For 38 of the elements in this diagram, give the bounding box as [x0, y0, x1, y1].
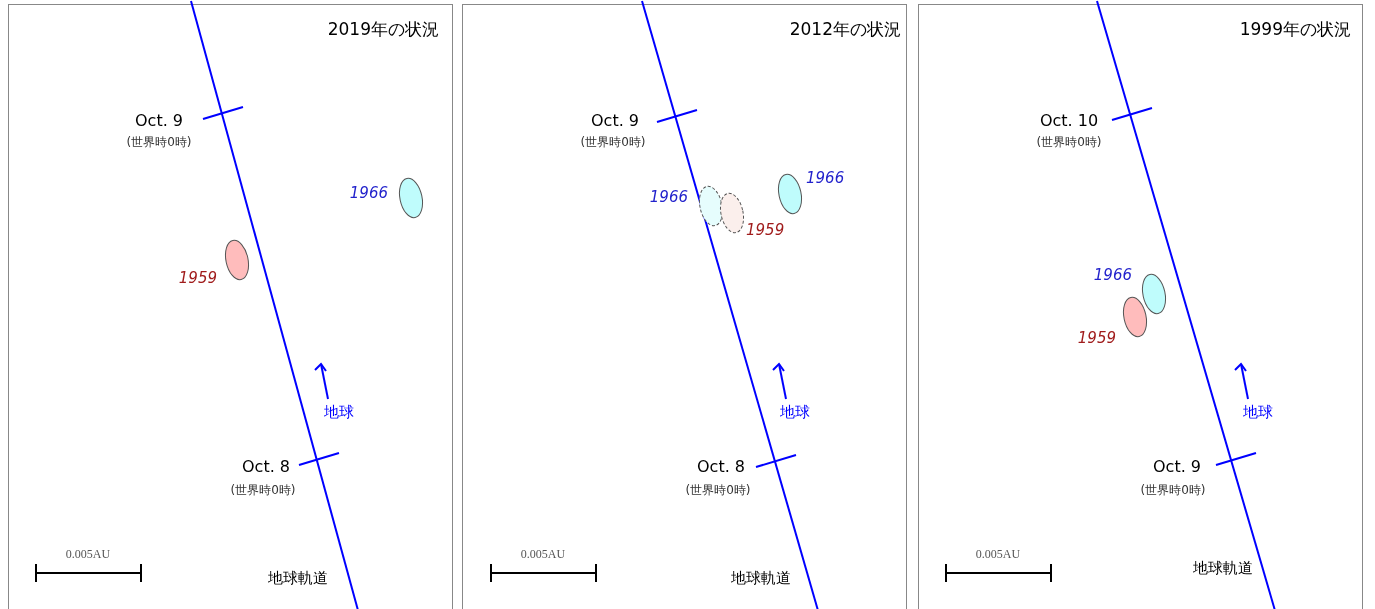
time-note: (世界時0時)	[580, 136, 646, 148]
orbit-label: 地球軌道	[1193, 560, 1253, 576]
earth-label: 地球	[780, 404, 810, 420]
scale-label: 0.005AU	[520, 548, 566, 560]
time-note: (世界時0時)	[126, 136, 192, 148]
orbit-label: 地球軌道	[268, 570, 328, 586]
trail-year-label: 1959	[1077, 330, 1116, 346]
trail-year-label: 1959	[746, 222, 785, 238]
time-note: (世界時0時)	[230, 484, 296, 496]
panel-title: 1999年の状況	[1239, 20, 1351, 38]
time-note: (世界時0時)	[685, 484, 751, 496]
orbit-label: 地球軌道	[731, 570, 791, 586]
date-label: Oct. 9	[1153, 459, 1201, 475]
earth-label: 地球	[1243, 404, 1273, 420]
earth-label: 地球	[324, 404, 354, 420]
panel-title: 2019年の状況	[327, 20, 439, 38]
panel-title: 2012年の状況	[789, 20, 901, 38]
trail-year-label: 1966	[1093, 267, 1132, 283]
date-label: Oct. 8	[242, 459, 290, 475]
time-note: (世界時0時)	[1036, 136, 1102, 148]
date-label: Oct. 9	[135, 113, 183, 129]
dust-trail-ellipse	[223, 238, 251, 282]
trail-year-label: 1966	[806, 170, 845, 186]
dust-trail-ellipse	[718, 191, 746, 235]
scale-label: 0.005AU	[65, 548, 111, 560]
dust-trail-ellipse	[1121, 295, 1149, 339]
trail-year-label: 1959	[178, 270, 217, 286]
dust-trail-ellipse	[697, 184, 725, 228]
date-label: Oct. 8	[697, 459, 745, 475]
scale-label: 0.005AU	[975, 548, 1021, 560]
time-note: (世界時0時)	[1140, 484, 1206, 496]
trail-year-label: 1966	[649, 189, 688, 205]
dust-trail-ellipse	[776, 172, 804, 216]
dust-trail-ellipse	[397, 176, 425, 220]
date-label: Oct. 9	[591, 113, 639, 129]
date-label: Oct. 10	[1039, 113, 1099, 129]
dust-trail-ellipse	[1140, 272, 1168, 316]
trail-year-label: 1966	[349, 185, 388, 201]
